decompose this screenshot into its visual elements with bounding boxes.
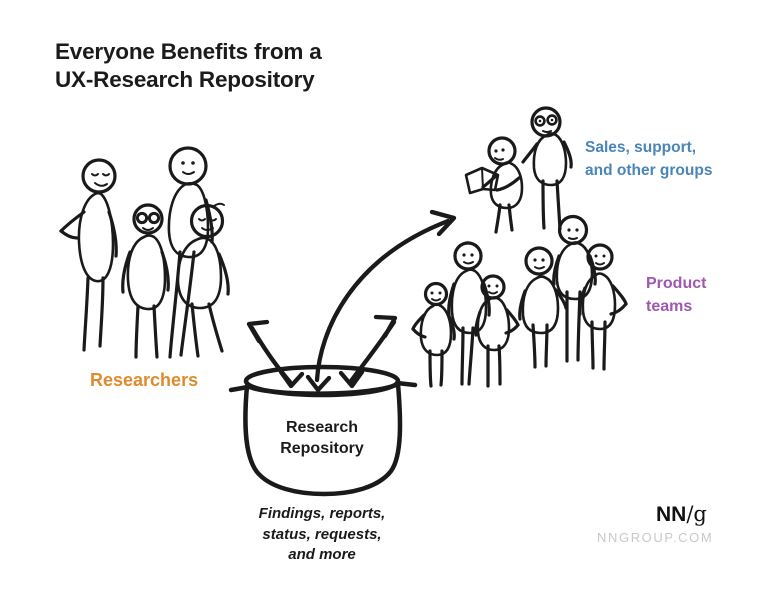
arrows-into-pot	[278, 369, 365, 393]
pot-rim	[243, 364, 401, 398]
label-sales-support: Sales, support, and other groups	[585, 139, 713, 179]
figure-researcher-right	[176, 202, 230, 358]
figure-purple-back	[552, 214, 597, 363]
logo-site-url: NNGROUP.COM	[597, 530, 714, 545]
figure-green-left	[411, 281, 456, 388]
repository-caption: Findings, reports, status, requests, and…	[258, 505, 386, 563]
figure-green-right	[474, 274, 520, 388]
arrowhead-out-top	[429, 209, 457, 237]
figure-green-center	[447, 241, 491, 386]
repository-pot	[228, 364, 418, 497]
figure-researcher-glasses	[121, 203, 170, 359]
arrowhead-out-left	[246, 319, 270, 344]
arrow-to-sales	[314, 209, 457, 383]
page-title: Everyone Benefits from a UX-Research Rep…	[55, 39, 322, 92]
figure-researcher-left	[59, 158, 118, 352]
nng-logo: NN/g	[656, 502, 707, 527]
figure-researcher-back	[167, 146, 214, 359]
logo-nn: NN	[656, 503, 687, 526]
arrowhead-in-3	[338, 369, 365, 389]
label-product-teams: Product teams	[646, 275, 707, 315]
arrow-to-product-teams	[348, 314, 398, 384]
label-researchers: Researchers	[90, 370, 199, 390]
arrowhead-out-right	[373, 314, 398, 339]
repository-label: Research Repository	[280, 419, 364, 457]
figure-purple-right	[578, 243, 628, 371]
arrowhead-in-1	[278, 369, 305, 389]
logo-g: /g	[686, 502, 707, 526]
figure-purple-left	[518, 246, 568, 369]
arrowhead-in-2	[305, 374, 332, 393]
figure-sales-with-book	[464, 136, 524, 234]
figure-sales-glasses	[521, 106, 573, 231]
